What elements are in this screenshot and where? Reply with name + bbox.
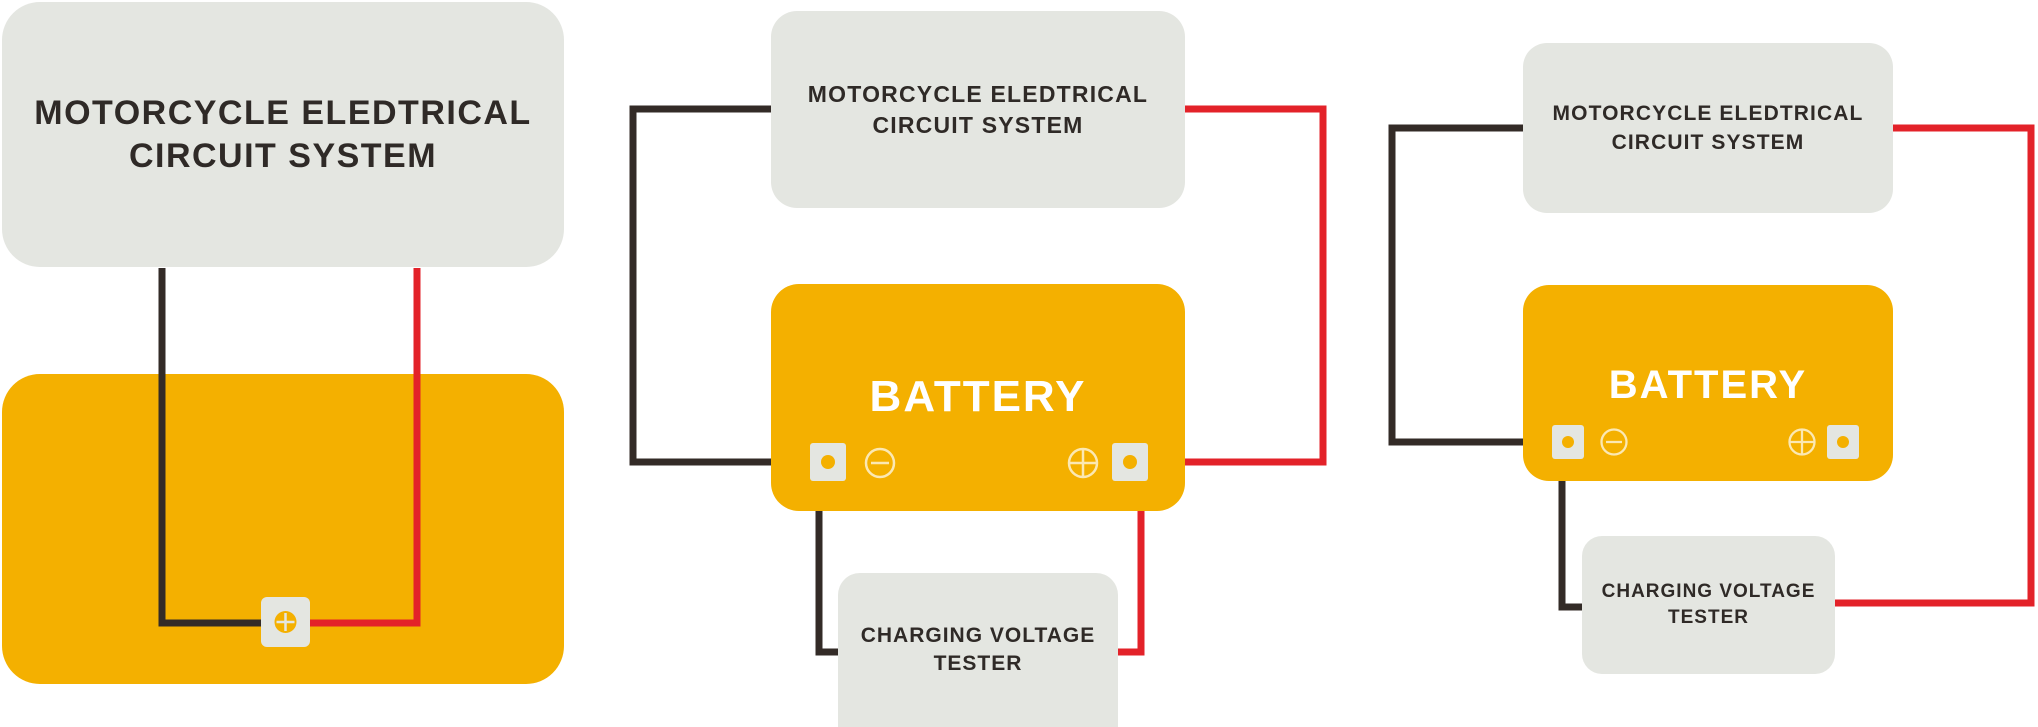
d3-negative-wire xyxy=(1388,124,1556,446)
d1-circuit-system-label: MOTORCYCLE ELEDTRICAL CIRCUIT SYSTEM xyxy=(34,93,532,175)
d3-tester-negative-wire xyxy=(1558,454,1583,611)
d2-tester-negative-wire xyxy=(815,478,840,656)
d1-battery-terminal xyxy=(261,597,310,647)
d2-positive-terminal xyxy=(1112,443,1148,481)
d2-plus-circle-icon xyxy=(1067,447,1099,479)
d2-minus-circle-icon xyxy=(864,447,896,479)
d2-positive-wire xyxy=(1148,105,1327,466)
d3-battery-label: BATTERY xyxy=(1608,363,1808,407)
d2-negative-wire xyxy=(629,105,812,466)
d3-tester-label: CHARGING VOLTAGE TESTER xyxy=(1601,581,1816,628)
d1-circuit-system-box: MOTORCYCLE ELEDTRICAL CIRCUIT SYSTEM xyxy=(2,2,564,267)
d2-tester-label: CHARGING VOLTAGE TESTER xyxy=(860,624,1096,675)
d2-tester-box: CHARGING VOLTAGE TESTER xyxy=(838,573,1118,727)
d3-positive-terminal xyxy=(1827,425,1859,459)
d3-circuit-system-box: MOTORCYCLE ELEDTRICAL CIRCUIT SYSTEM xyxy=(1523,43,1893,213)
d2-circuit-system-box: MOTORCYCLE ELEDTRICAL CIRCUIT SYSTEM xyxy=(771,11,1185,208)
d2-negative-terminal xyxy=(810,443,846,481)
d3-circuit-system-label: MOTORCYCLE ELEDTRICAL CIRCUIT SYSTEM xyxy=(1552,102,1864,154)
d2-tester-positive-wire xyxy=(1116,478,1145,656)
d2-circuit-system-label: MOTORCYCLE ELEDTRICAL CIRCUIT SYSTEM xyxy=(807,80,1149,138)
d3-plus-circle-icon xyxy=(1788,428,1816,456)
plus-circle-icon xyxy=(274,611,297,633)
d1-negative-wire-over xyxy=(158,374,264,627)
d2-battery-label: BATTERY xyxy=(869,372,1087,421)
d1-positive-wire-over xyxy=(307,374,421,627)
d3-minus-circle-icon xyxy=(1600,428,1628,456)
d3-positive-wire xyxy=(1834,124,2035,607)
d3-negative-terminal xyxy=(1552,425,1584,459)
d3-tester-box: CHARGING VOLTAGE TESTER xyxy=(1582,536,1835,674)
